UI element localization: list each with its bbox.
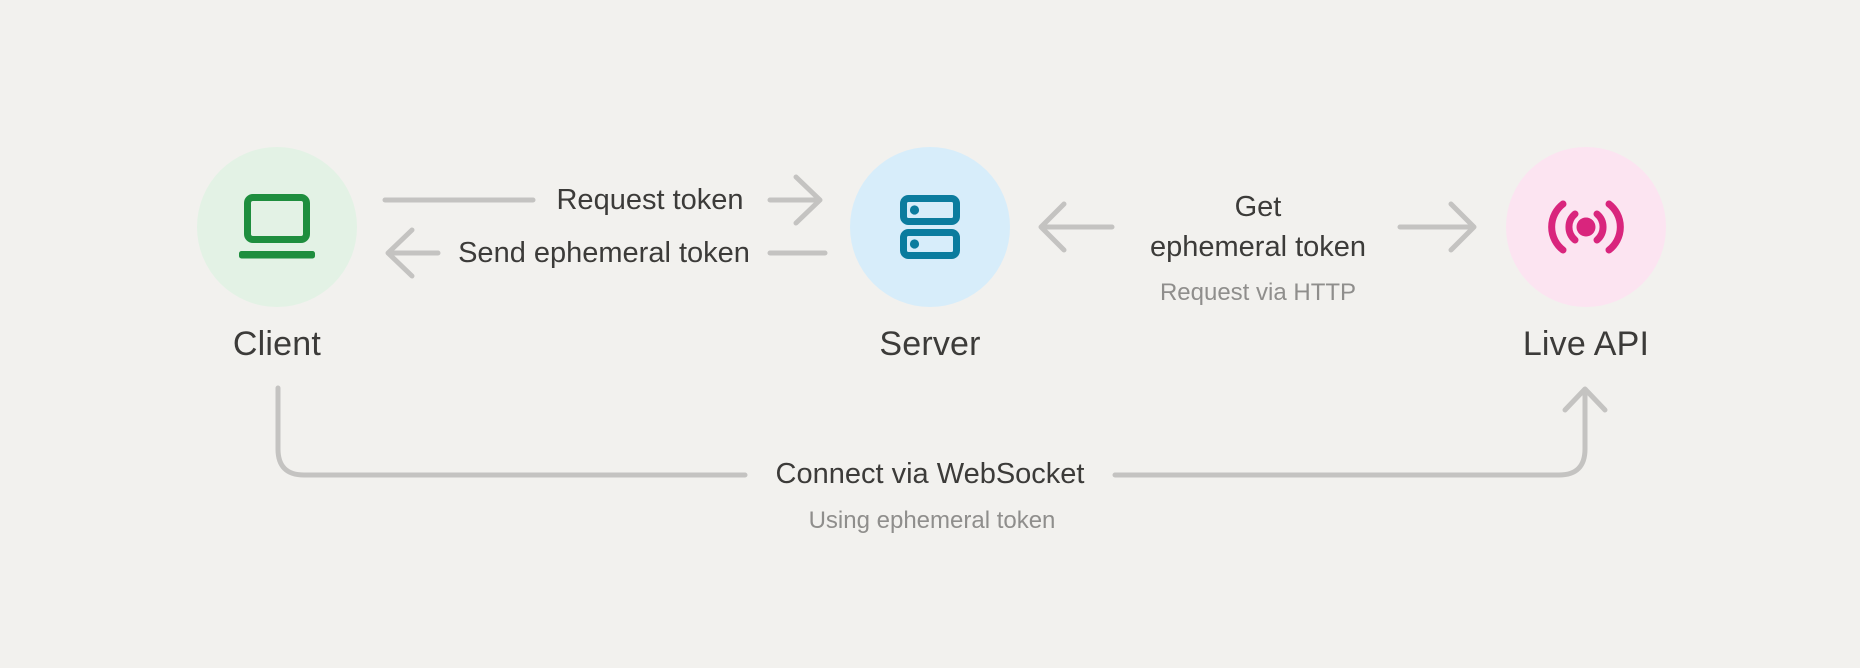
live-api-label: Live API	[1522, 325, 1650, 363]
laptop-icon	[239, 194, 315, 259]
server-label: Server	[879, 325, 981, 363]
using-ephemeral-token-sublabel: Using ephemeral token	[808, 507, 1056, 534]
get-token-right-arrow	[1397, 201, 1477, 253]
send-token-arrow	[385, 227, 441, 279]
get-ephemeral-token-line2: ephemeral token	[1149, 231, 1367, 263]
websocket-path-right	[1112, 389, 1588, 478]
broadcast-icon	[1548, 200, 1624, 254]
client-circle	[197, 147, 357, 307]
request-token-label: Request token	[556, 184, 744, 216]
node-server: Server	[850, 147, 1010, 364]
live-api-circle	[1506, 147, 1666, 307]
connect-websocket-label: Connect via WebSocket	[775, 458, 1085, 490]
server-icon	[900, 195, 960, 259]
server-circle	[850, 147, 1010, 307]
get-ephemeral-token-line1: Get	[1234, 191, 1282, 223]
request-token-arrow	[767, 174, 823, 226]
get-ephemeral-token-label: Get ephemeral token	[1150, 187, 1366, 267]
send-ephemeral-token-label: Send ephemeral token	[458, 237, 750, 269]
websocket-arrow-head	[1562, 386, 1608, 413]
node-live-api: Live API	[1506, 147, 1666, 364]
request-via-http-sublabel: Request via HTTP	[1159, 279, 1357, 306]
websocket-path-left	[275, 385, 748, 478]
get-token-left-arrow	[1038, 201, 1115, 253]
node-client: Client	[197, 147, 357, 364]
client-label: Client	[232, 325, 322, 363]
